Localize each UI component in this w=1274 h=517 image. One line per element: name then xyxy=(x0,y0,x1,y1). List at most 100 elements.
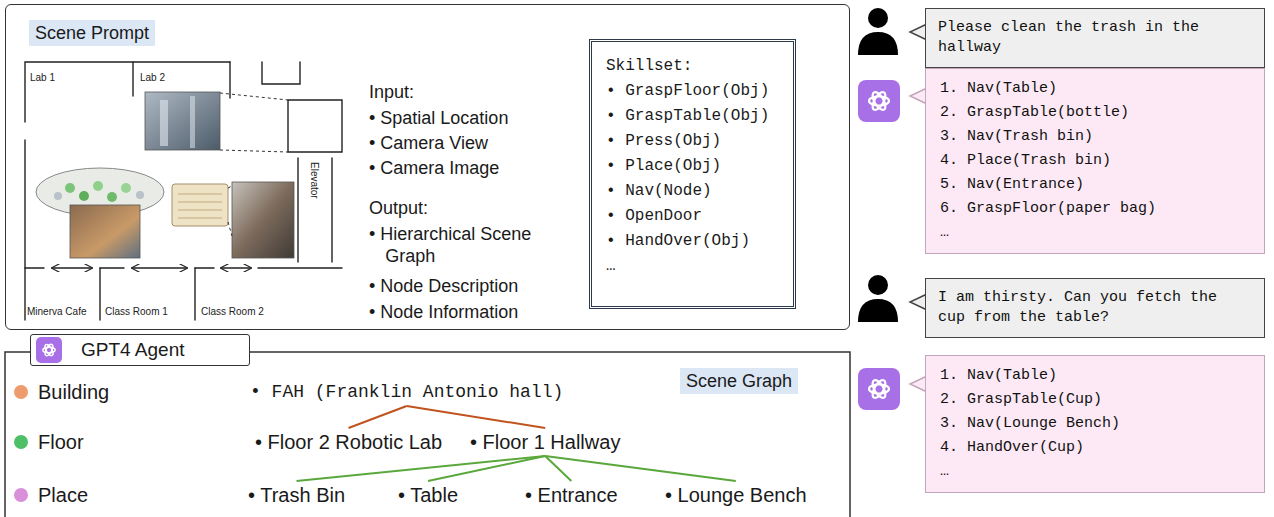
skillset-box: Skillset:• GraspFloor(Obj)• GraspTable(O… xyxy=(589,39,796,309)
skill-item: • Place(Obj) xyxy=(606,154,783,179)
scene-photos xyxy=(79,191,89,201)
agent-panel: GPT4 AgentScene Graph• FAH (Franklin Ant… xyxy=(5,352,850,517)
skill-item: • OpenDoor xyxy=(606,204,783,229)
floor-plan xyxy=(25,62,342,320)
map-label: Class Room 1 xyxy=(105,306,168,318)
scene-photos xyxy=(93,181,103,191)
gpt-icon xyxy=(870,90,888,112)
bullet-item: • Camera Image xyxy=(369,157,575,179)
floor-plan xyxy=(25,267,44,268)
user-icon xyxy=(858,32,898,55)
floor-plan xyxy=(258,267,342,268)
legend-label: Place xyxy=(38,483,88,507)
user-message: I am thirsty. Can you fetch the cup from… xyxy=(938,288,1252,328)
plan-step: 1. Nav(Table) xyxy=(940,77,1250,101)
gpt-icon xyxy=(858,368,900,410)
floor-plan xyxy=(132,62,133,96)
plan-step: 6. GraspFloor(paper bag) xyxy=(940,197,1250,221)
scene-graph-node: • Floor 2 Robotic Lab xyxy=(255,430,442,454)
scene-photos xyxy=(172,184,228,226)
plan-step: 2. GraspTable(Cup) xyxy=(940,388,1250,412)
plan-step: … xyxy=(940,221,1250,245)
plan-step: 5. Nav(Entrance) xyxy=(940,173,1250,197)
skill-item: • Press(Obj) xyxy=(606,129,783,154)
scene-graph-node: • Table xyxy=(398,483,458,507)
panel-outline xyxy=(5,352,850,517)
bullet-item: • Spatial Location xyxy=(369,107,575,129)
plan-step: 1. Nav(Table) xyxy=(940,364,1250,388)
graph-node-label: • Trash Bin xyxy=(248,483,345,507)
tree-connector xyxy=(297,456,546,481)
floor-plan xyxy=(221,267,251,268)
floor-plan xyxy=(132,267,187,268)
gpt-icon xyxy=(870,378,888,400)
scene-graph-node: • FAH (Franklin Antonio hall) xyxy=(250,380,563,404)
map-label: Class Room 2 xyxy=(201,306,264,318)
scene-graph-node: • Trash Bin xyxy=(248,483,345,507)
floor-plan xyxy=(99,268,100,320)
floor-plan xyxy=(52,267,92,268)
floor-plan xyxy=(331,158,332,262)
user-icon xyxy=(868,275,888,295)
scene-photos xyxy=(160,100,168,146)
gpt-icon xyxy=(858,80,900,122)
scene-photos xyxy=(220,93,288,152)
graph-node-label: • Table xyxy=(398,483,458,507)
floor-plan xyxy=(229,62,230,98)
graph-node-label: • Entrance xyxy=(525,483,618,507)
map-label: Minerva Cafe xyxy=(27,306,86,318)
floor-plan xyxy=(297,158,298,262)
graph-node-label: • Lounge Bench xyxy=(665,483,807,507)
skill-item: • Nav(Node) xyxy=(606,179,783,204)
scene-graph-node: • Lounge Bench xyxy=(665,483,807,507)
bullet-item: • Node Information xyxy=(369,301,575,323)
scene-photos xyxy=(70,205,140,258)
graph-node-label: • Floor 2 Robotic Lab xyxy=(255,430,442,454)
legend-dot xyxy=(14,385,28,399)
gpt-icon xyxy=(43,343,55,357)
panel-outline xyxy=(5,352,850,517)
plan-step: 3. Nav(Trash bin) xyxy=(940,125,1250,149)
gpt-icon xyxy=(858,80,900,122)
scene-graph-node: • Entrance xyxy=(525,483,618,507)
agent-tab-label: GPT4 Agent xyxy=(30,334,250,366)
skill-item: … xyxy=(606,254,783,279)
tree-connector xyxy=(545,456,736,481)
gpt-icon xyxy=(869,90,889,112)
floor-plan xyxy=(288,100,342,152)
response-box: 1. Nav(Table)2. GraspTable(bottle)3. Nav… xyxy=(925,68,1265,254)
legend-label: Floor xyxy=(38,430,84,454)
speech-bubble: Please clean the trash in the hallway xyxy=(925,8,1265,68)
gpt-icon xyxy=(36,337,62,363)
legend-dot xyxy=(14,488,28,502)
scene-photos xyxy=(232,182,294,258)
legend-item: Building xyxy=(14,380,109,404)
gpt-icon xyxy=(869,378,889,400)
scene-photos xyxy=(136,191,144,199)
gpt-icon xyxy=(36,337,62,363)
user-icon xyxy=(858,299,898,322)
tree-connector xyxy=(349,406,407,428)
gpt-icon xyxy=(858,368,900,410)
legend-item: Floor xyxy=(14,430,84,454)
skill-item: • GraspTable(Obj) xyxy=(606,104,783,129)
legend-dot xyxy=(14,435,28,449)
plan-step: 4. HandOver(Cup) xyxy=(940,436,1250,460)
user-icon xyxy=(868,8,888,28)
scene-photos xyxy=(145,92,220,150)
graph-node-label: • FAH (Franklin Antonio hall) xyxy=(250,380,563,404)
tree-connector xyxy=(407,406,546,428)
map-label: Elevator xyxy=(308,162,320,199)
scene-photos xyxy=(121,183,131,193)
speech-bubble: I am thirsty. Can you fetch the cup from… xyxy=(925,278,1265,338)
scene-photos xyxy=(178,194,222,218)
floor-plan xyxy=(262,62,300,84)
legend-label: Building xyxy=(38,380,109,404)
scene-photos xyxy=(228,186,232,236)
scene-prompt-panel: Scene PromptInput:• Spatial Location• Ca… xyxy=(5,4,850,330)
scene-photos xyxy=(107,192,117,202)
scene-photos xyxy=(190,96,195,148)
panel-title: Scene Prompt xyxy=(29,20,155,46)
